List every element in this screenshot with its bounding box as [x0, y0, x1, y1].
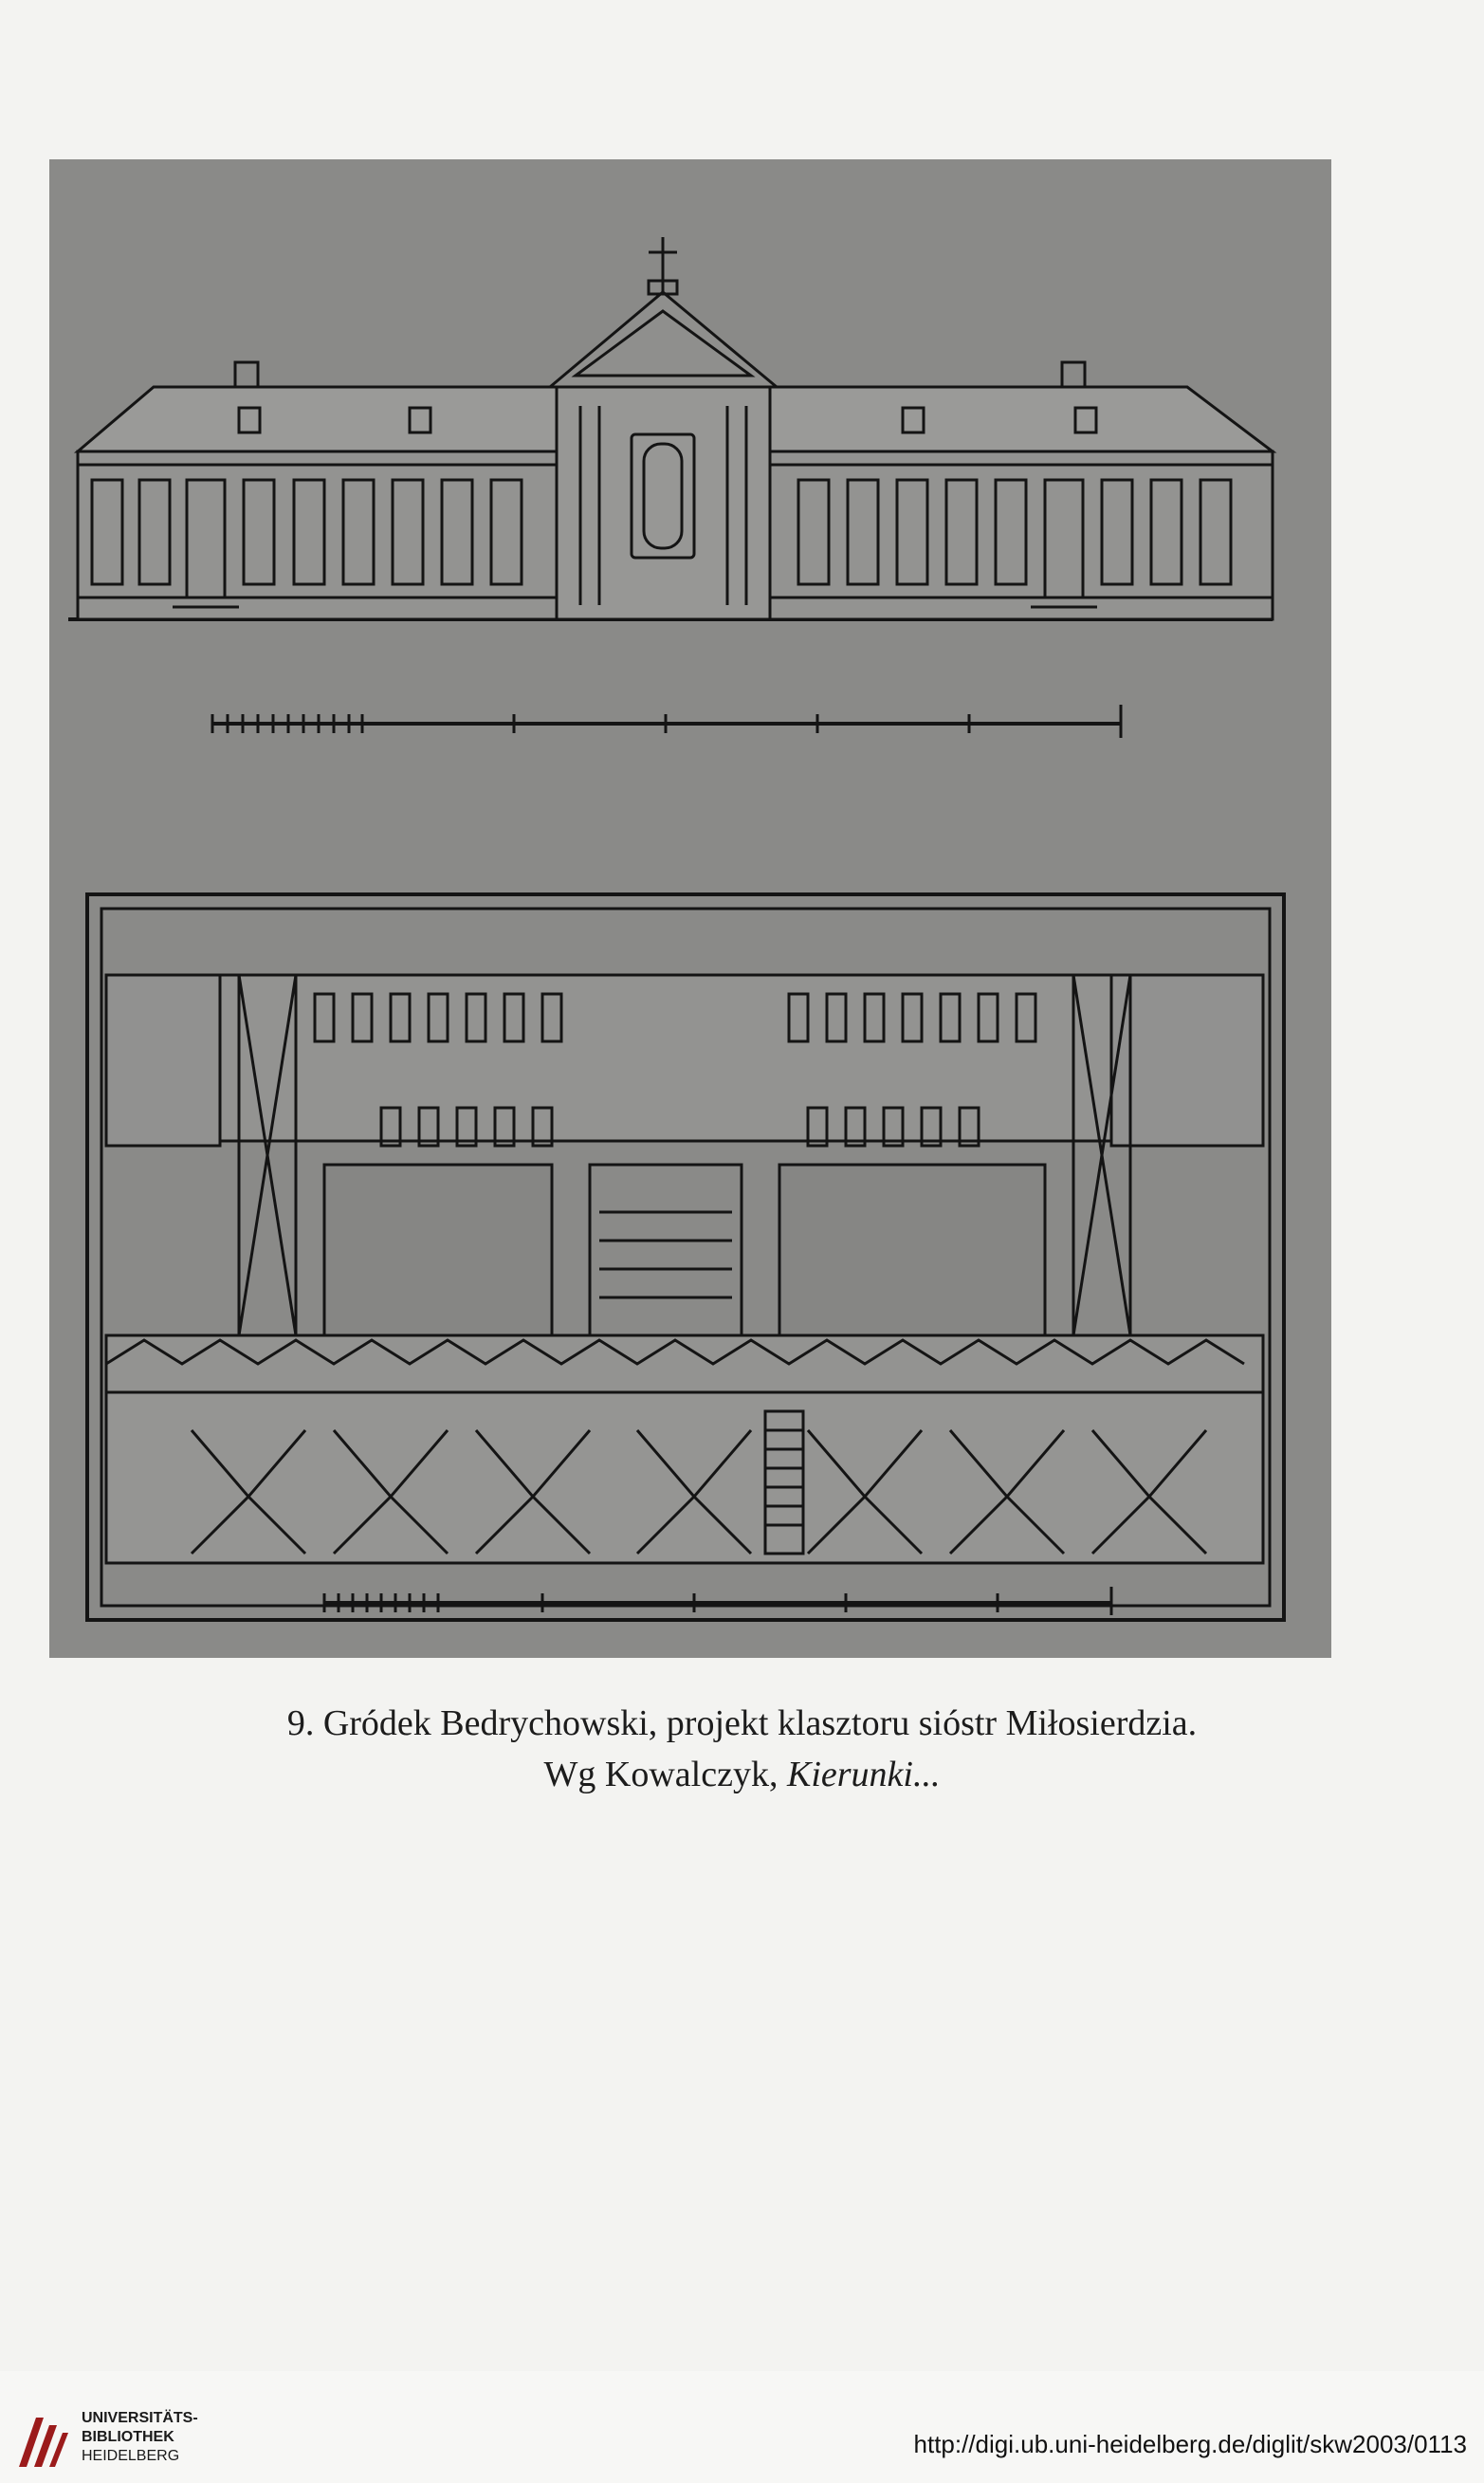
library-logo-icon: [19, 2418, 68, 2467]
caption-line-2-text: Wg Kowalczyk,: [543, 1755, 787, 1794]
architectural-drawing: [49, 159, 1331, 1658]
library-name: UNIVERSITÄTS- BIBLIOTHEK HEIDELBERG: [82, 2409, 198, 2466]
caption-line-2-italic: Kierunki...: [786, 1755, 941, 1794]
library-name-line-2: BIBLIOTHEK: [82, 2429, 174, 2445]
caption-line-1: 9. Gródek Bedrychowski, projekt klasztor…: [286, 1703, 1198, 1743]
library-name-line-3: HEIDELBERG: [82, 2448, 180, 2464]
footer-bar: [0, 2371, 1484, 2483]
caption-line-2: Wg Kowalczyk, Kierunki...: [0, 1749, 1484, 1800]
scanned-page: 9. Gródek Bedrychowski, projekt klasztor…: [0, 159, 1484, 1800]
figure-caption: 9. Gródek Bedrychowski, projekt klasztor…: [0, 1698, 1484, 1800]
library-name-line-1: UNIVERSITÄTS-: [82, 2410, 198, 2426]
source-url[interactable]: http://digi.ub.uni-heidelberg.de/diglit/…: [913, 2430, 1467, 2458]
